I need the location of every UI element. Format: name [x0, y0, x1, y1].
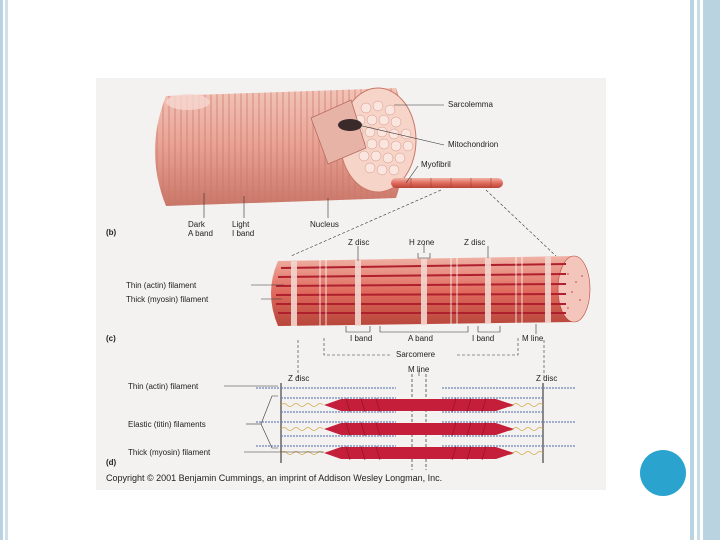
- label-a-band-b: A band: [188, 229, 213, 238]
- label-m-line-c: M line: [522, 334, 544, 343]
- label-mitochondrion: Mitochondrion: [448, 140, 499, 149]
- muscle-fiber-figure: (b) Sarcolemma Mitochondrion Myofibril D…: [96, 78, 606, 490]
- label-z-disc-c-right: Z disc: [464, 238, 486, 247]
- label-nucleus: Nucleus: [310, 220, 339, 229]
- label-sarcolemma: Sarcolemma: [448, 100, 493, 109]
- label-thick-filament-c: Thick (myosin) filament: [126, 295, 209, 304]
- slide-frame-left: [0, 0, 8, 540]
- label-elastic-filaments: Elastic (titin) filaments: [128, 420, 206, 429]
- panel-d-tag: (d): [106, 458, 117, 467]
- label-i-band-c-right: I band: [472, 334, 495, 343]
- panel-c-myofibril: [251, 244, 591, 378]
- label-myofibril: Myofibril: [421, 160, 451, 169]
- label-dark: Dark: [188, 220, 205, 229]
- label-i-band-b: I band: [232, 229, 255, 238]
- panel-b-tag: (b): [106, 228, 117, 237]
- panel-c-tag: (c): [106, 334, 116, 343]
- label-z-disc-d-left: Z disc: [288, 374, 310, 383]
- muscle-diagram-svg: [155, 87, 591, 470]
- label-sarcomere: Sarcomere: [396, 350, 436, 359]
- label-i-band-c-left: I band: [350, 334, 373, 343]
- label-thick-filament-d: Thick (myosin) filament: [128, 448, 211, 457]
- label-h-zone: H zone: [409, 238, 435, 247]
- label-a-band-c: A band: [408, 334, 433, 343]
- label-thin-filament-d: Thin (actin) filament: [128, 382, 199, 391]
- label-light: Light: [232, 220, 250, 229]
- copyright-notice: Copyright © 2001 Benjamin Cummings, an i…: [106, 473, 443, 483]
- slide-frame-right: [690, 0, 720, 540]
- label-thin-filament-c: Thin (actin) filament: [126, 281, 197, 290]
- label-z-disc-c-left: Z disc: [348, 238, 370, 247]
- label-z-disc-d-right: Z disc: [536, 374, 558, 383]
- panel-d-sarcomere: [224, 370, 576, 470]
- slide-decoration-circle: [640, 450, 686, 496]
- panel-b-fiber: [155, 87, 557, 257]
- label-m-line-d: M line: [408, 365, 430, 374]
